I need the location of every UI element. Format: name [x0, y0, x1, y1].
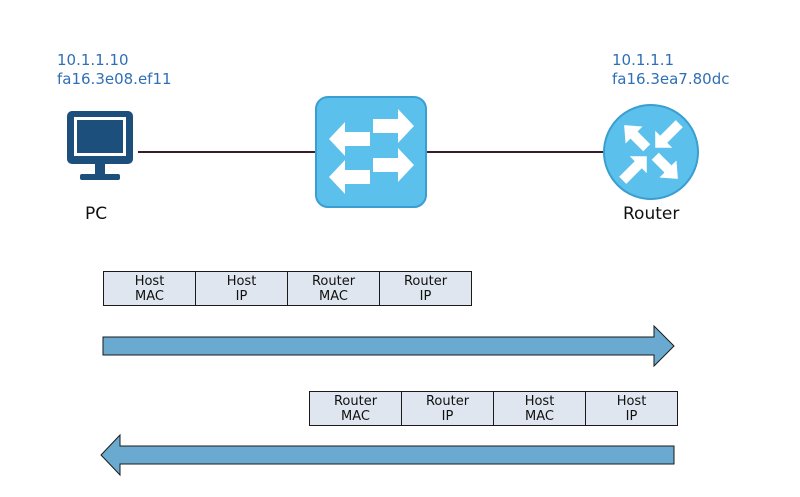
pc-ip-label: 10.1.1.10 [57, 51, 129, 69]
cell-line1: Host [134, 273, 165, 289]
frame-outbound: Host MAC Host IP Router MAC Router IP [103, 271, 472, 306]
cell-line2: IP [419, 288, 432, 304]
cell-line2: MAC [341, 408, 370, 424]
frame-cell: Router IP [379, 271, 472, 306]
cell-line1: Host [226, 273, 257, 289]
frame-cell: Host IP [585, 391, 678, 426]
switch-icon [315, 96, 427, 208]
cell-line1: Host [616, 393, 647, 409]
cell-line1: Host [524, 393, 555, 409]
cell-line2: MAC [135, 288, 164, 304]
outbound-arrow [102, 324, 675, 368]
cell-line2: IP [625, 408, 638, 424]
frame-cell: Host MAC [103, 271, 196, 306]
cell-line2: IP [441, 408, 454, 424]
router-icon [603, 104, 699, 200]
pc-address-block: 10.1.1.10 fa16.3e08.ef11 [57, 51, 172, 89]
router-ip-label: 10.1.1.1 [612, 51, 675, 69]
cell-line2: MAC [319, 288, 348, 304]
router-mac-label: fa16.3ea7.80dc [612, 70, 730, 88]
frame-cell: Host MAC [493, 391, 586, 426]
frame-cell: Router MAC [309, 391, 402, 426]
router-address-block: 10.1.1.1 fa16.3ea7.80dc [612, 51, 729, 89]
inbound-arrow [100, 433, 675, 477]
pc-label: PC [85, 204, 108, 224]
frame-cell: Host IP [195, 271, 288, 306]
cell-line1: Router [403, 273, 448, 289]
frame-inbound: Router MAC Router IP Host MAC Host IP [309, 391, 678, 426]
pc-mac-label: fa16.3e08.ef11 [57, 70, 172, 88]
cell-line2: MAC [525, 408, 554, 424]
cell-line1: Router [333, 393, 378, 409]
cell-line1: Router [425, 393, 470, 409]
router-label: Router [623, 204, 680, 224]
pc-monitor-icon [67, 111, 133, 180]
frame-cell: Router MAC [287, 271, 380, 306]
cell-line1: Router [311, 273, 356, 289]
cell-line2: IP [235, 288, 248, 304]
frame-cell: Router IP [401, 391, 494, 426]
